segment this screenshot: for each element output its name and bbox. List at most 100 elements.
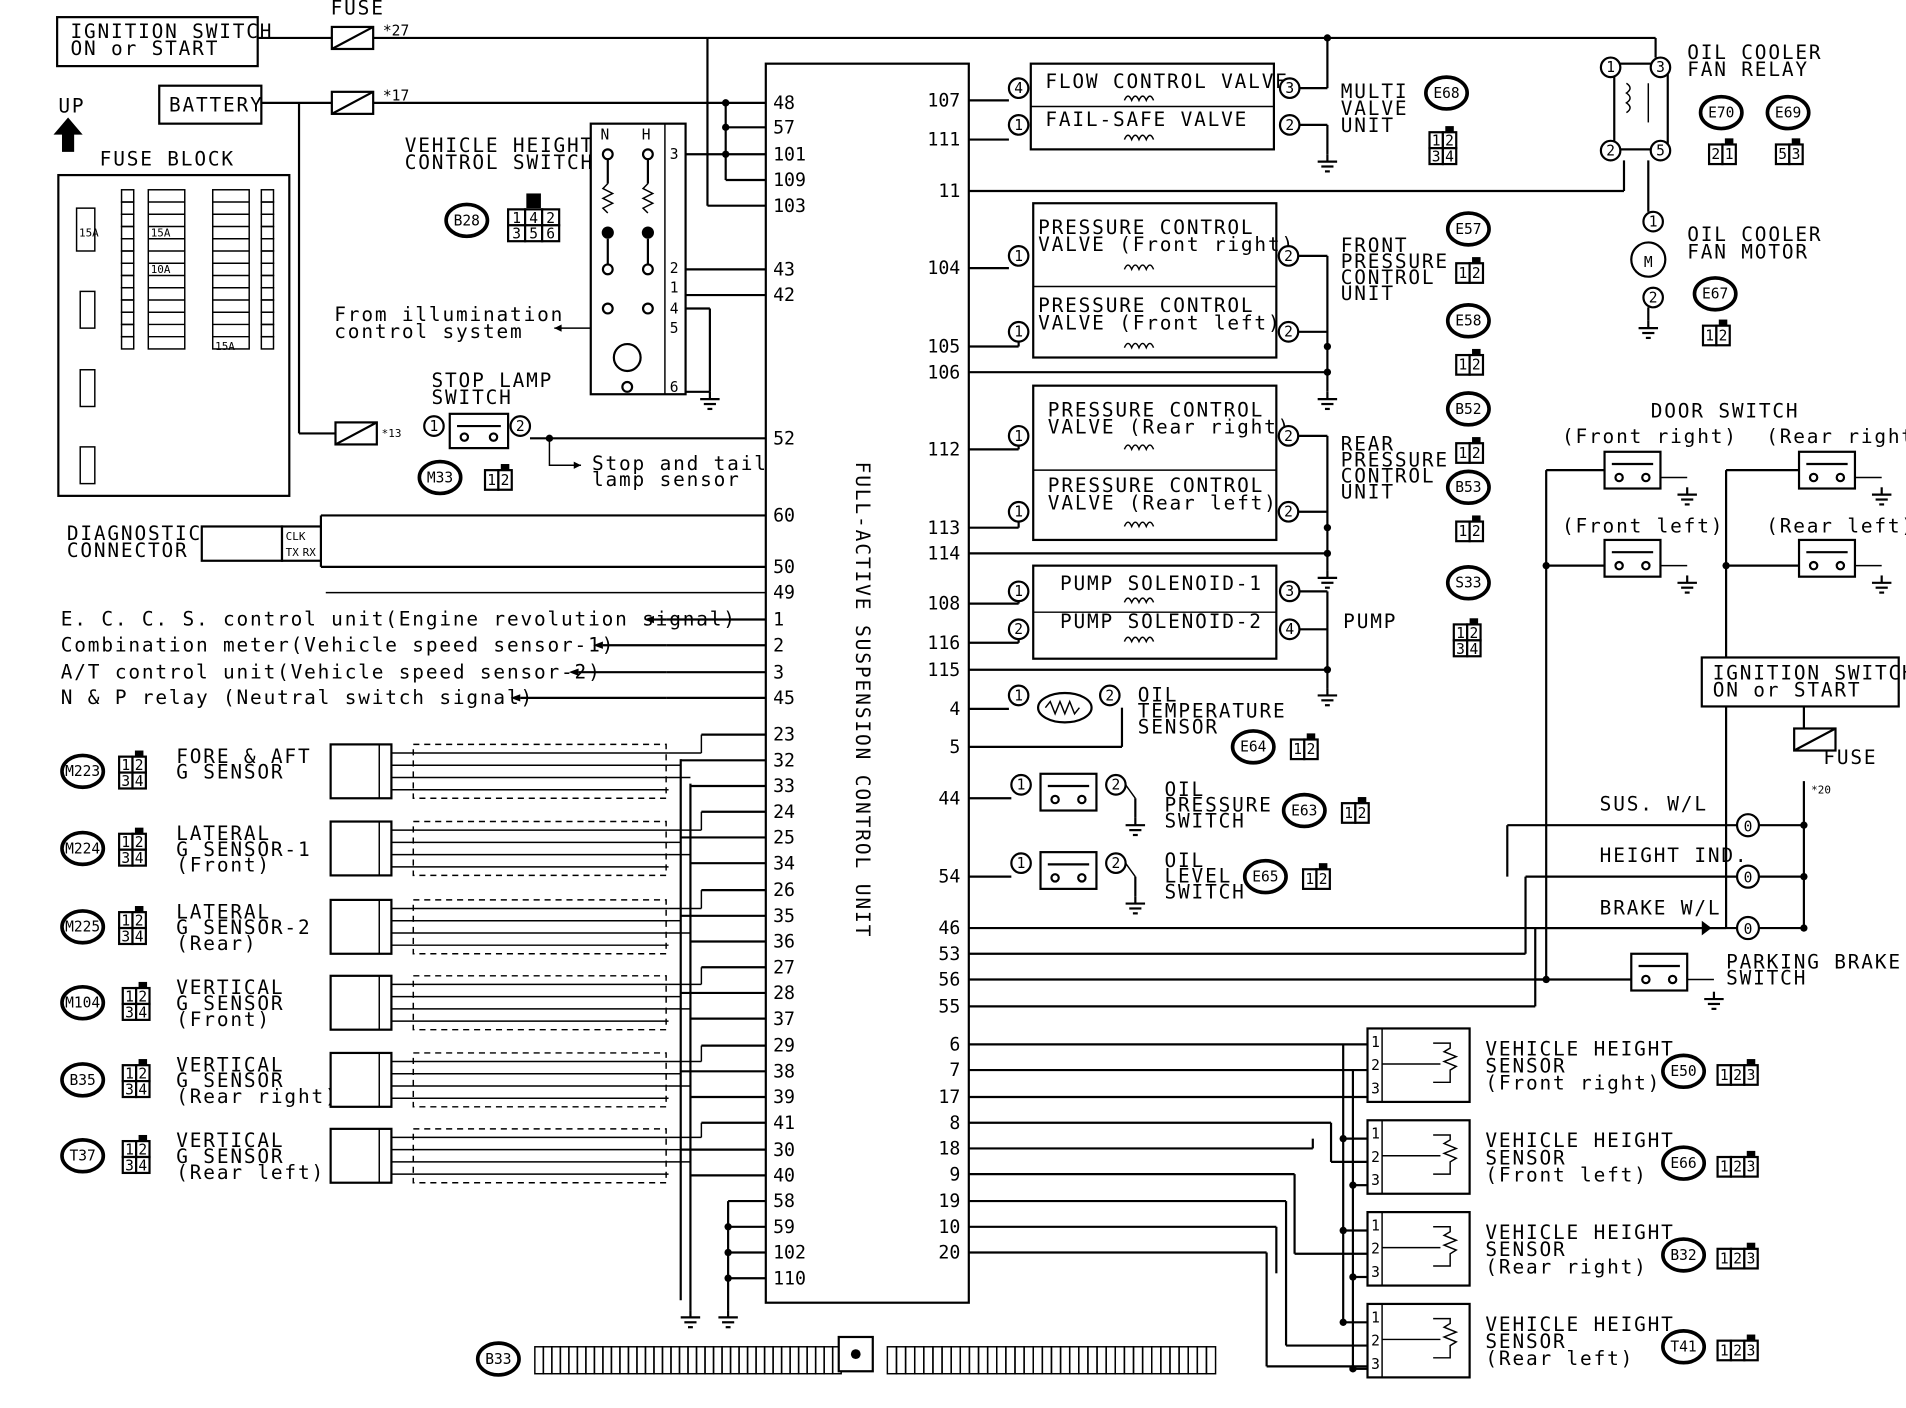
oil-temp-pin2 bbox=[1098, 684, 1121, 707]
svg-text:3: 3 bbox=[1747, 1250, 1756, 1267]
door-switch-label: DOOR SWITCH bbox=[1651, 399, 1800, 422]
svg-text:4: 4 bbox=[135, 773, 144, 790]
height-sensor-pin-0-3: 3 bbox=[1371, 1080, 1380, 1097]
ecu-right-pin-10: 10 bbox=[938, 1217, 960, 1238]
oil-level-link bbox=[1125, 862, 1136, 878]
pcv-fr-pin1 bbox=[1007, 244, 1030, 267]
ecu-title: FULL-ACTIVE SUSPENSION CONTROL UNIT bbox=[851, 462, 874, 939]
switch-contact-h bbox=[641, 148, 654, 161]
pump-solenoid-1-label: PUMP SOLENOID-1 bbox=[1060, 572, 1263, 595]
ecu-right-pin-8: 8 bbox=[949, 1113, 960, 1134]
svg-text:2: 2 bbox=[1719, 327, 1728, 344]
svg-text:1: 1 bbox=[125, 1066, 134, 1083]
junction-dot bbox=[1349, 1273, 1357, 1281]
g-sensor-label-2-line-1: G SENSOR-2 bbox=[176, 916, 311, 939]
g-sensor-shield-2 bbox=[412, 899, 667, 955]
svg-text:2: 2 bbox=[1733, 1342, 1742, 1359]
svg-text:1: 1 bbox=[1720, 1159, 1729, 1176]
svg-text:2: 2 bbox=[546, 210, 555, 227]
e57-badge bbox=[1445, 211, 1491, 247]
height-sensor-pin-0-2: 2 bbox=[1371, 1057, 1380, 1074]
indicator-lamp-icon-h bbox=[641, 226, 654, 239]
svg-text:1: 1 bbox=[487, 472, 496, 489]
pcv-rr-label-line-1: VALVE (Rear right) bbox=[1048, 415, 1291, 438]
svg-text:3: 3 bbox=[1792, 146, 1801, 163]
height-sensor-pin-1-3: 3 bbox=[1371, 1172, 1380, 1189]
pump-pin2-label: 2 bbox=[1014, 621, 1023, 638]
door-fr-label: (Front right) bbox=[1562, 425, 1738, 448]
g-sensor-label-1-line-0: LATERAL bbox=[176, 822, 271, 845]
relay-pin5 bbox=[1649, 139, 1672, 162]
front-unit-label-line-0: FRONT bbox=[1341, 234, 1409, 257]
svg-text:1: 1 bbox=[125, 1142, 134, 1159]
stop-tail-label-line-0: Stop and tail bbox=[592, 452, 768, 475]
door-rr-ground bbox=[1871, 487, 1892, 506]
g-sensor-badge-5 bbox=[60, 1138, 106, 1174]
e70-badge bbox=[1698, 94, 1744, 131]
signal-label-1: Combination meter(Vehicle speed sensor-1… bbox=[61, 633, 615, 656]
switch-contact2-n bbox=[601, 263, 614, 276]
junction-dot bbox=[1339, 1226, 1347, 1235]
ecu-right-pin-6: 6 bbox=[949, 1034, 960, 1055]
svg-text:2: 2 bbox=[1472, 265, 1481, 282]
fuse-17-icon bbox=[330, 90, 375, 115]
oil-level-label-line-2: SWITCH bbox=[1165, 881, 1246, 904]
ignition-switch-label-line-0: IGNITION SWITCH bbox=[71, 20, 274, 43]
ecu-right-pin-7: 7 bbox=[949, 1060, 960, 1081]
height-sensor-resistor-0 bbox=[1433, 1042, 1459, 1084]
g-ground-icon bbox=[680, 1310, 701, 1329]
front-unit-label-line-1: PRESSURE bbox=[1341, 250, 1449, 273]
e57-badge-label: E57 bbox=[1455, 221, 1481, 238]
pcv-rl-pin1 bbox=[1007, 500, 1030, 523]
g-sensor-badge-2-label: M225 bbox=[65, 919, 100, 936]
g-sensor-label-1-line-2: (Front) bbox=[176, 854, 271, 877]
multi-valve-label-line-2: UNIT bbox=[1341, 114, 1395, 137]
height-sensor-pin-2-3: 3 bbox=[1371, 1264, 1380, 1281]
height-sensor-badge-1 bbox=[1661, 1145, 1707, 1181]
battery-box bbox=[158, 84, 263, 125]
ecu-left-pin-30: 30 bbox=[773, 1140, 795, 1161]
ecu-right-pin-5: 5 bbox=[949, 737, 960, 758]
ecu-left-pin-27: 27 bbox=[773, 957, 795, 978]
pcv-fr-label-line-1: VALVE (Front right) bbox=[1038, 233, 1295, 256]
junction-dot bbox=[724, 1248, 732, 1257]
pcv-fl-label-line-1: VALVE (Front left) bbox=[1038, 311, 1281, 334]
ecu-left-pin-33: 33 bbox=[773, 776, 795, 797]
brake-lamp-glyph: 0 bbox=[1744, 921, 1753, 938]
thermistor-zigzag bbox=[1044, 699, 1080, 716]
stop-tail-arrow bbox=[548, 438, 582, 466]
ecu-left-pin-57: 57 bbox=[773, 117, 795, 138]
height-sensor-label-0-line-1: SENSOR bbox=[1485, 1054, 1566, 1077]
oil-pressure-switch-icon bbox=[1039, 772, 1098, 812]
pump-pin1-label: 1 bbox=[1014, 583, 1023, 600]
g-sensor-badge-4-label: B35 bbox=[69, 1072, 95, 1089]
ecu-left-pin-48: 48 bbox=[773, 93, 795, 114]
height-sensor-pin-3-3: 3 bbox=[1371, 1356, 1380, 1373]
multi-pin1-label: 1 bbox=[1014, 117, 1023, 134]
b33-key-dot bbox=[850, 1349, 861, 1360]
switch-contact-c bbox=[621, 380, 634, 393]
e65-badge-label: E65 bbox=[1252, 868, 1278, 885]
diagnostic-connector-box bbox=[200, 525, 284, 562]
svg-text:1: 1 bbox=[1459, 445, 1468, 462]
pcv-fl-pin1-label: 1 bbox=[1014, 324, 1023, 341]
switch-ground-icon bbox=[700, 391, 720, 411]
ecu-left-pin-1: 1 bbox=[773, 610, 784, 631]
ecu-left-pin-23: 23 bbox=[773, 725, 795, 746]
g-sensor-box-2 bbox=[329, 898, 393, 955]
b52-badge bbox=[1445, 391, 1491, 427]
pump-pin3-label: 3 bbox=[1285, 583, 1294, 600]
ecu-left-pin-29: 29 bbox=[773, 1036, 795, 1057]
svg-text:2: 2 bbox=[1307, 741, 1316, 758]
door-rr-label: (Rear right) bbox=[1766, 425, 1906, 448]
g-sensor-box-3 bbox=[329, 974, 393, 1031]
junction-dot bbox=[1542, 561, 1550, 570]
ignition-switch-2-label-line-0: IGNITION SWITCH bbox=[1713, 661, 1906, 684]
height-sensor-pin-1-1: 1 bbox=[1371, 1126, 1380, 1143]
fuse-27-label: *27 bbox=[383, 22, 409, 39]
pcv-rl-label-line-1: VALVE (Rear left) bbox=[1048, 491, 1278, 514]
pcv-fr-pin2-label: 2 bbox=[1284, 248, 1293, 265]
diag-pin-clk: CLK bbox=[286, 530, 306, 543]
